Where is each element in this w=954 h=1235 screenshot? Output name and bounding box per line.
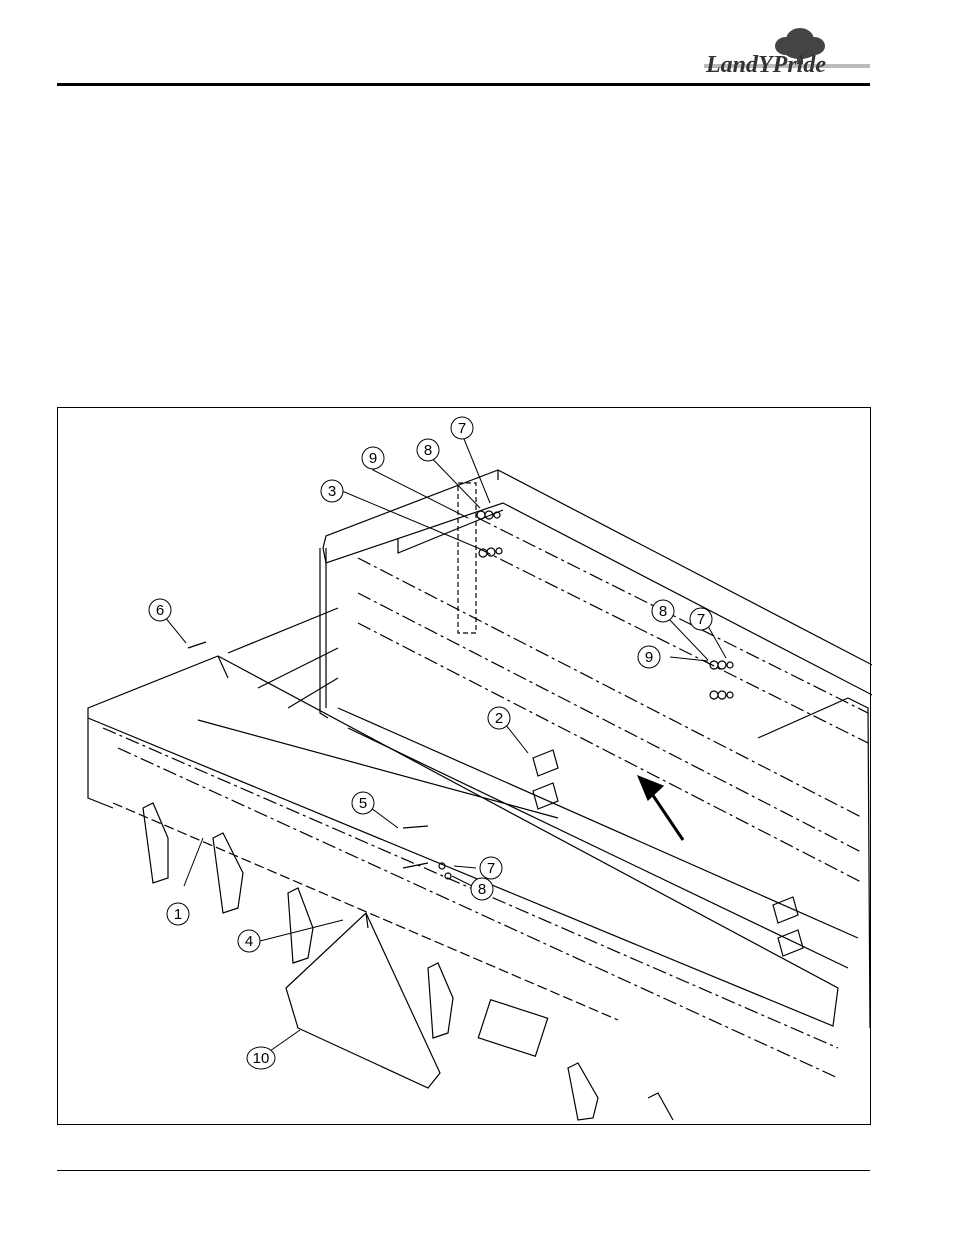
callout-8: 8	[417, 439, 439, 461]
svg-text:1: 1	[174, 906, 182, 923]
callout-9: 9	[362, 447, 384, 469]
callout-10: 10	[247, 1047, 275, 1069]
parts-diagram: 7 8 9 3 6 8 7	[58, 408, 872, 1126]
logo-text: LandYPride	[705, 52, 826, 78]
svg-text:4: 4	[245, 933, 253, 950]
callout-3: 3	[321, 480, 343, 502]
parts-diagram-figure: 7 8 9 3 6 8 7	[57, 407, 871, 1125]
callout-8: 8	[471, 878, 493, 900]
callout-7: 7	[451, 417, 473, 439]
landpride-logo: LandYPride	[700, 18, 872, 82]
svg-text:6: 6	[156, 602, 164, 619]
svg-text:9: 9	[645, 649, 653, 666]
svg-text:8: 8	[659, 603, 667, 620]
svg-text:2: 2	[495, 710, 503, 727]
svg-text:5: 5	[359, 795, 367, 812]
header-rule	[57, 83, 870, 86]
callout-6: 6	[149, 599, 171, 621]
footer-rule	[57, 1170, 870, 1171]
callout-7: 7	[480, 857, 502, 879]
callout-8: 8	[652, 600, 674, 622]
svg-text:7: 7	[487, 860, 495, 877]
svg-text:9: 9	[369, 450, 377, 467]
callout-4: 4	[238, 930, 260, 952]
callout-1: 1	[167, 903, 189, 925]
svg-text:7: 7	[697, 611, 705, 628]
callout-2: 2	[488, 707, 510, 729]
svg-text:10: 10	[253, 1050, 270, 1067]
svg-text:8: 8	[424, 442, 432, 459]
callout-5: 5	[352, 792, 374, 814]
svg-text:8: 8	[478, 881, 486, 898]
callout-7: 7	[690, 608, 712, 630]
svg-text:7: 7	[458, 420, 466, 437]
svg-text:3: 3	[328, 483, 336, 500]
callout-9: 9	[638, 646, 660, 668]
